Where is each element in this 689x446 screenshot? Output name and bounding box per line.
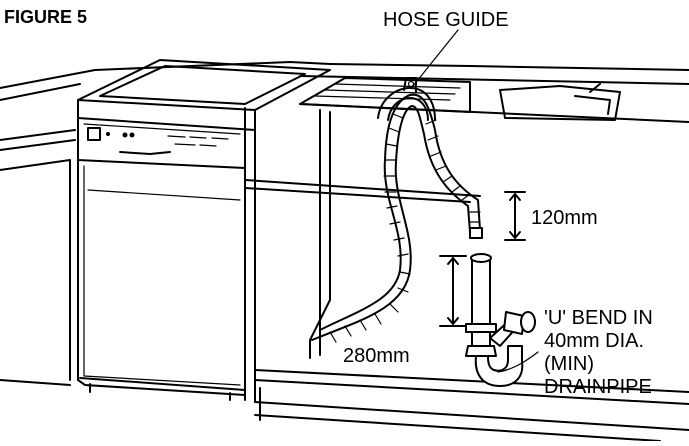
sink-cabinet: [244, 103, 689, 442]
u-bend-label: 'U' BEND IN 40mm DIA. (MIN) DRAINPIPE: [544, 307, 653, 399]
figure-title: FIGURE 5: [4, 7, 88, 27]
drain-hose: [311, 93, 483, 343]
u-bend-line-3: (MIN): [544, 353, 594, 375]
u-bend-line-1: 'U' BEND IN: [544, 307, 653, 329]
u-bend-line-4: DRAINPIPE: [544, 376, 652, 398]
drainpipe: [465, 253, 539, 387]
dimension-280mm: [439, 255, 467, 327]
worktop: [0, 61, 689, 386]
dimension-120mm: [504, 191, 526, 241]
hose-guide-clip: [377, 29, 459, 121]
sink: [299, 77, 621, 121]
u-bend-line-2: 40mm DIA.: [544, 330, 645, 352]
hose-guide-label: HOSE GUIDE: [383, 9, 509, 31]
dimension-120mm-label: 120mm: [531, 207, 598, 229]
dimension-280mm-label: 280mm: [343, 345, 410, 367]
dishwasher: [77, 59, 331, 401]
